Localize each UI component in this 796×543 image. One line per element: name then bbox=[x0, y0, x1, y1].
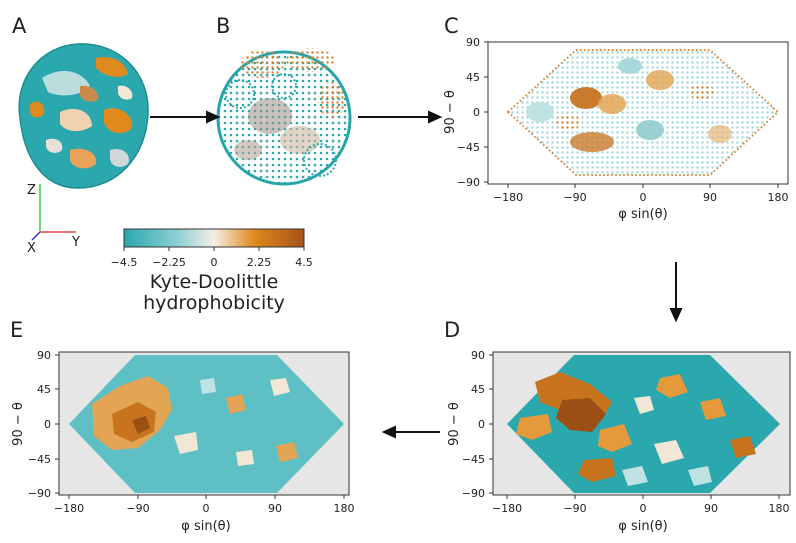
colorbar-title-line2: hydrophobicity bbox=[143, 292, 285, 314]
colorbar bbox=[123, 228, 305, 251]
map-c-ticks bbox=[484, 41, 779, 188]
colorbar-title: Kyte-Doolittle hydrophobicity bbox=[124, 272, 304, 314]
map-e-xtick-3: 0 bbox=[203, 502, 210, 515]
map-c-xtick-2: −90 bbox=[563, 191, 586, 204]
map-d-xlabel: φ sin(θ) bbox=[618, 519, 667, 534]
axis-y-label: Y bbox=[71, 235, 80, 250]
map-c-xlabel: φ sin(θ) bbox=[618, 207, 667, 222]
map-c-ytick-4: −45 bbox=[457, 141, 480, 154]
map-c-xtick-4: 90 bbox=[703, 191, 717, 204]
panel-label-e: E bbox=[10, 318, 24, 342]
flow-arrows bbox=[150, 110, 683, 439]
map-e-ytick-2: 45 bbox=[37, 383, 51, 396]
mesh-sphere bbox=[216, 48, 352, 186]
colorbar-title-line1: Kyte-Doolittle bbox=[149, 271, 279, 293]
map-d-ytick-3: 0 bbox=[478, 418, 485, 431]
arrow-b-to-c bbox=[428, 110, 443, 124]
map-d-ytick-5: −90 bbox=[462, 487, 485, 500]
map-c-xtick-3: 0 bbox=[640, 191, 647, 204]
map-e-ytick-5: −90 bbox=[28, 487, 51, 500]
map-d-xtick-1: −180 bbox=[492, 502, 522, 515]
map-d-ytick-2: 45 bbox=[471, 383, 485, 396]
map-d-ylabel: 90 − θ bbox=[447, 402, 462, 446]
arrow-c-to-d bbox=[669, 308, 683, 323]
map-e-xlabel: φ sin(θ) bbox=[181, 519, 230, 534]
arrow-d-to-e bbox=[381, 425, 396, 439]
map-e-ylabel: 90 − θ bbox=[11, 402, 26, 446]
map-d-xtick-5: 180 bbox=[769, 502, 790, 515]
panel-label-d: D bbox=[444, 318, 461, 342]
map-c-ytick-3: 0 bbox=[473, 106, 480, 119]
map-c-ytick-1: 90 bbox=[466, 36, 480, 49]
map-d-xtick-3: 0 bbox=[640, 502, 647, 515]
colorbar-tick-4: 2.25 bbox=[247, 256, 272, 269]
axis-z-label: Z bbox=[27, 183, 36, 198]
map-e-ytick-4: −45 bbox=[28, 453, 51, 466]
panel-label-a: A bbox=[12, 14, 27, 38]
map-d-ytick-4: −45 bbox=[462, 453, 485, 466]
protein-surface bbox=[18, 43, 149, 189]
map-e-ytick-1: 90 bbox=[37, 349, 51, 362]
colorbar-tick-3: 0 bbox=[211, 256, 218, 269]
map-c-xtick-1: −180 bbox=[493, 191, 523, 204]
map-c-xtick-5: 180 bbox=[768, 191, 789, 204]
arrow-a-to-b bbox=[206, 110, 221, 124]
map-e-ytick-3: 0 bbox=[44, 418, 51, 431]
map-e-ticks bbox=[55, 354, 345, 499]
map-c-ytick-2: 45 bbox=[466, 71, 480, 84]
map-c bbox=[487, 41, 789, 185]
map-e-xtick-4: 90 bbox=[268, 502, 282, 515]
map-e-xtick-2: −90 bbox=[126, 502, 149, 515]
colorbar-tick-2: −2.25 bbox=[152, 256, 186, 269]
panel-label-c: C bbox=[444, 14, 459, 38]
map-c-ylabel: 90 − θ bbox=[443, 90, 458, 134]
map-e-xtick-1: −180 bbox=[54, 502, 84, 515]
axis-x-label: X bbox=[27, 241, 36, 256]
map-e bbox=[58, 351, 350, 496]
colorbar-tick-5: 4.5 bbox=[295, 256, 313, 269]
map-d-ticks bbox=[489, 354, 780, 499]
panel-label-b: B bbox=[216, 14, 231, 38]
map-d-xtick-2: −90 bbox=[563, 502, 586, 515]
map-d-ytick-1: 90 bbox=[471, 349, 485, 362]
axis-triad bbox=[31, 184, 76, 241]
map-c-ytick-5: −90 bbox=[457, 176, 480, 189]
map-d-xtick-4: 90 bbox=[704, 502, 718, 515]
map-e-xtick-5: 180 bbox=[334, 502, 355, 515]
map-d bbox=[492, 351, 791, 496]
colorbar-tick-1: −4.5 bbox=[111, 256, 138, 269]
